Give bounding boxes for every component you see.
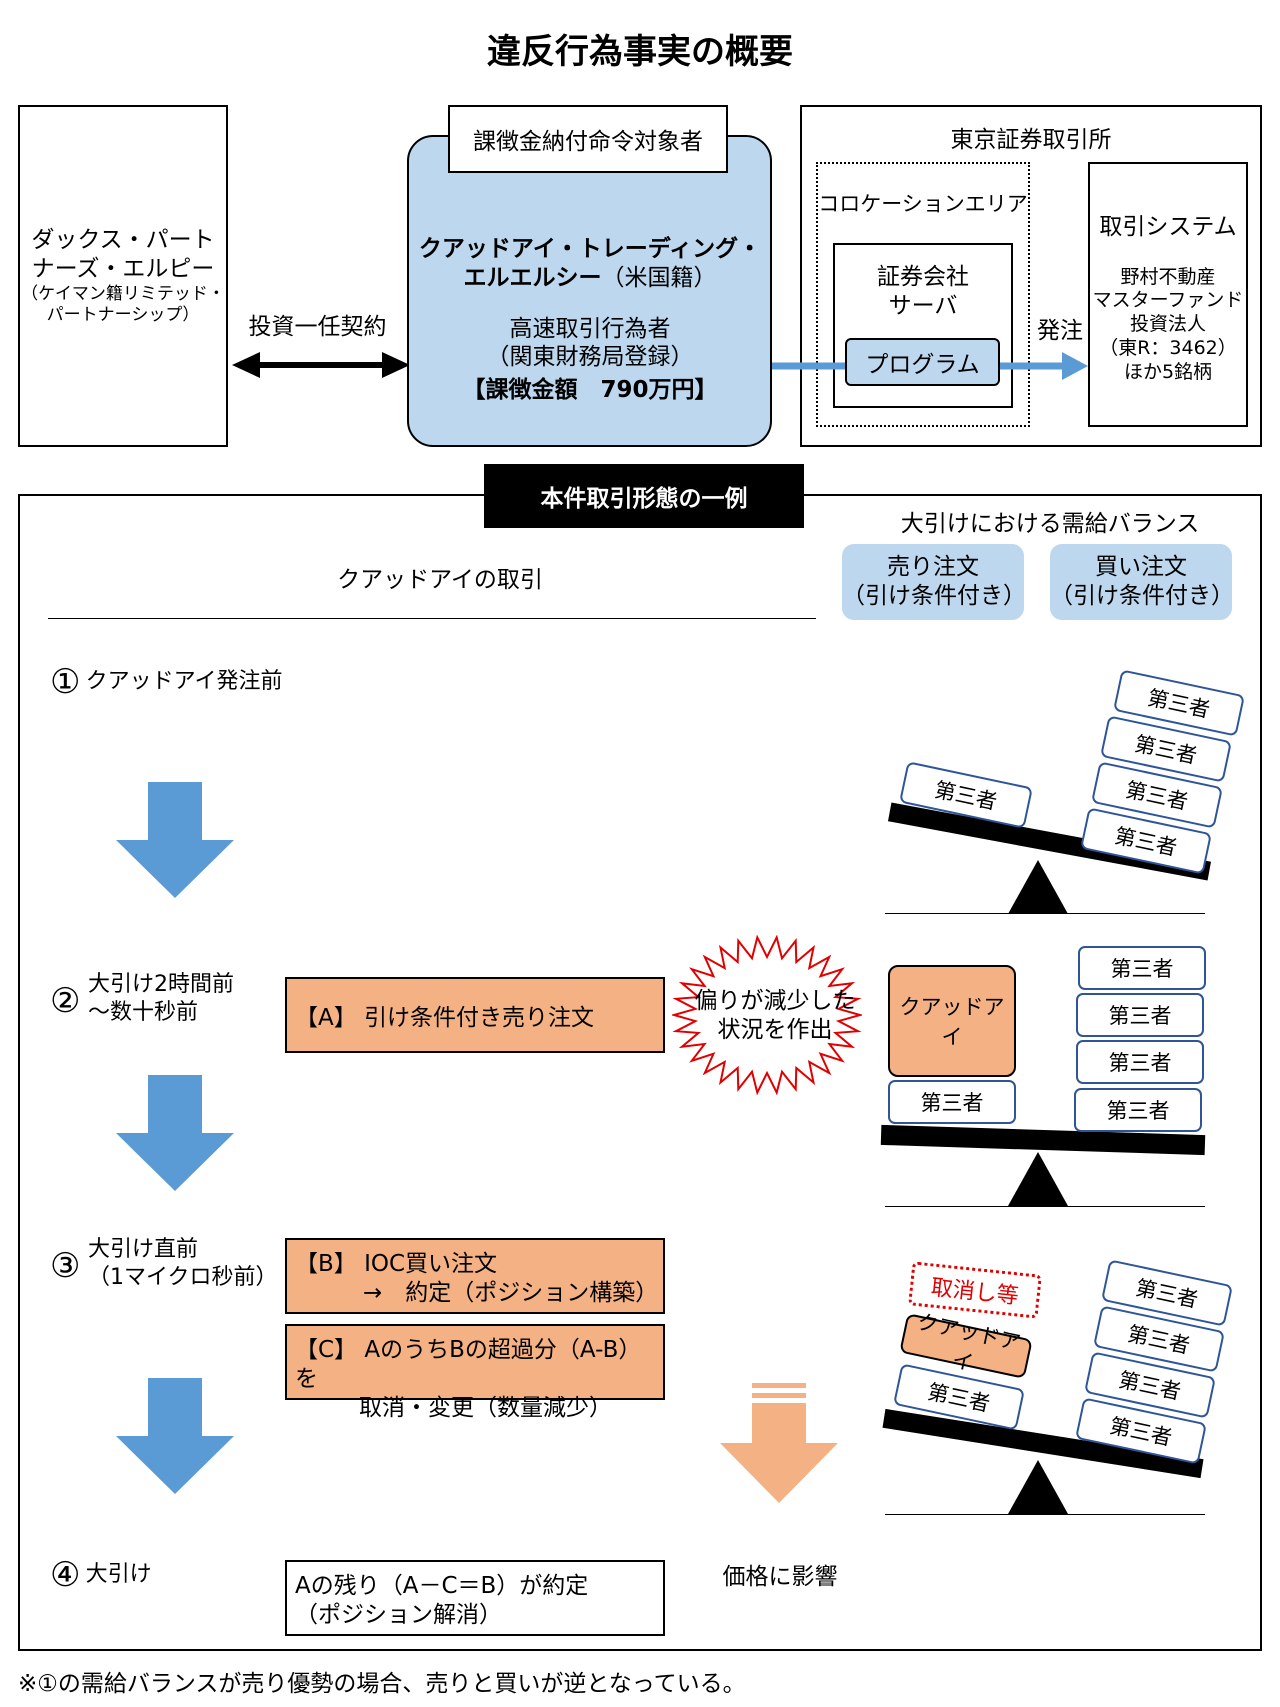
broker-server-label: 証券会社 サーバ (833, 262, 1013, 322)
action-d-box: Aの残り（A－C＝B）が約定 （ポジション解消） (285, 1560, 665, 1636)
target-name-line1: クアッドアイ・トレーディング・ (418, 236, 762, 263)
action-b-box: 【B】 IOC買い注文 → 約定（ポジション構築） (285, 1238, 665, 1314)
third-party-buy-tag: 第三者 (1076, 993, 1204, 1037)
contract-label: 投資一任契約 (248, 314, 387, 340)
action-d-line2: （ポジション解消） (295, 1601, 502, 1628)
step-3-number: ③ (50, 1246, 81, 1286)
down-arrow-icon (116, 782, 234, 898)
target-role-line2: （関東財務局登録） (486, 344, 694, 371)
target-header: 課徴金納付命令対象者 (448, 105, 728, 173)
system-detail-line4: （東R：3462） (1099, 336, 1237, 359)
trading-system-detail: 野村不動産 マスターファンド 投資法人 （東R：3462） ほか5銘柄 (1088, 265, 1248, 385)
target-entity-box (407, 135, 772, 447)
order-label: 発注 (1037, 318, 1083, 344)
target-name-line2: エルエルシー (463, 264, 602, 291)
fulcrum-icon (1008, 860, 1068, 914)
investor-name-line1: ダックス・パート (31, 227, 215, 253)
step-2-number: ② (50, 981, 81, 1021)
system-detail-line1: 野村不動産 (1120, 265, 1216, 288)
buy-order-label: 買い注文 （引け条件付き） (1050, 544, 1234, 620)
sell-label-line1: 売り注文 (887, 554, 979, 581)
system-detail-line3: 投資法人 (1129, 313, 1206, 336)
investor-entity-box: ダックス・パート ナーズ・エルピー （ケイマン籍リミテッド・ パートナーシップ） (18, 105, 228, 447)
penalty-amount: 【課徴金額 790万円】 (462, 377, 718, 404)
action-a-box: 【A】 引け条件付き売り注文 (285, 977, 665, 1053)
action-c-line1: 【C】 AのうちBの超過分（A-B）を (295, 1337, 642, 1392)
step-1-label: クアッドアイ発注前 (85, 669, 283, 694)
investor-sub-line1: （ケイマン籍リミテッド・ (21, 283, 225, 304)
burst-line1: 偏りが減少した (694, 988, 856, 1015)
fulcrum-icon (1008, 1152, 1068, 1206)
action-c-box: 【C】 AのうちBの超過分（A-B）を 取消・変更（数量減少） (285, 1324, 665, 1421)
order-arrow-icon (772, 352, 1088, 380)
colocation-area (816, 162, 1030, 427)
step-2: ② 大引け2時間前 ～数十秒前 (50, 972, 280, 1032)
exchange-title: 東京証券取引所 (950, 127, 1112, 153)
trading-system-title: 取引システム (1099, 214, 1237, 240)
third-party-buy-tag: 第三者 (1074, 1088, 1202, 1132)
step-1-number: ① (50, 662, 81, 702)
program-box: プログラム (845, 338, 1000, 386)
section-title: 本件取引形態の一例 (484, 464, 804, 528)
action-b-line2: → 約定（ポジション構築） (363, 1279, 659, 1306)
sell-label-line2: （引け条件付き） (842, 583, 1026, 609)
ground-line (885, 1206, 1205, 1207)
down-arrow-icon (116, 1075, 234, 1191)
buy-label-line2: （引け条件付き） (1050, 583, 1234, 609)
right-header: 大引けにおける需給バランス (900, 511, 1200, 537)
header-divider (48, 618, 816, 619)
third-party-buy-tag: 第三者 (1076, 1040, 1204, 1084)
server-line2: サーバ (888, 293, 958, 319)
colocation-label: コロケーションエリア (818, 192, 1028, 216)
burst-text: 偏りが減少した 状況を作出 (690, 985, 860, 1047)
third-party-buy-tag: 第三者 (1078, 946, 1206, 990)
target-entity-text: クアッドアイ・トレーディング・ エルエルシー（米国籍） 高速取引行為者 （関東財… (410, 205, 770, 435)
step-4-label: 大引け (85, 1562, 152, 1587)
ground-line (885, 1514, 1205, 1515)
step-3: ③ 大引け直前 （1マイクロ秒前） (50, 1237, 280, 1297)
trading-system-box (1088, 162, 1248, 427)
down-arrow-icon (116, 1378, 234, 1494)
investor-sub-line2: パートナーシップ） (46, 304, 200, 325)
buy-label-line1: 買い注文 (1095, 554, 1187, 581)
quadeye-sell-block: クアッドアイ (888, 965, 1016, 1077)
burst-line2: 状況を作出 (717, 1017, 833, 1043)
action-c-line2: 取消・変更（数量減少） (359, 1394, 612, 1421)
price-impact-arrow-icon (720, 1383, 838, 1503)
system-detail-line2: マスターファンド (1092, 289, 1244, 312)
price-effect-label: 価格に影響 (722, 1564, 838, 1590)
step-3-label-line2: （1マイクロ秒前） (88, 1265, 278, 1290)
step-3-label-line1: 大引け直前 (88, 1237, 199, 1262)
target-role-line1: 高速取引行為者 (509, 315, 671, 342)
footnote: ※①の需給バランスが売り優勢の場合、売りと買いが逆となっている。 (18, 1671, 746, 1697)
step-1: ① クアッドアイ発注前 (50, 665, 330, 700)
step-2-label-line1: 大引け2時間前 (88, 972, 234, 997)
target-nationality: （米国籍） (601, 264, 717, 291)
action-b-line1: 【B】 IOC買い注文 (295, 1251, 498, 1277)
step-4-number: ④ (50, 1555, 81, 1595)
double-arrow-icon (232, 352, 410, 378)
investor-name-line2: ナーズ・エルピー (31, 255, 215, 282)
third-party-sell-tag: 第三者 (888, 1080, 1016, 1124)
sell-order-label: 売り注文 （引け条件付き） (842, 544, 1026, 620)
step-2-label-line2: ～数十秒前 (88, 1000, 199, 1025)
page-title: 違反行為事実の概要 (487, 31, 793, 72)
system-detail-line5: ほか5銘柄 (1123, 360, 1213, 383)
burst-shape (672, 935, 862, 1095)
step-4: ④ 大引け (50, 1558, 250, 1593)
server-line1: 証券会社 (877, 264, 969, 291)
fulcrum-icon (1008, 1460, 1068, 1514)
action-d-line1: Aの残り（A－C＝B）が約定 (295, 1573, 589, 1599)
left-header: クアッドアイの取引 (337, 567, 543, 593)
